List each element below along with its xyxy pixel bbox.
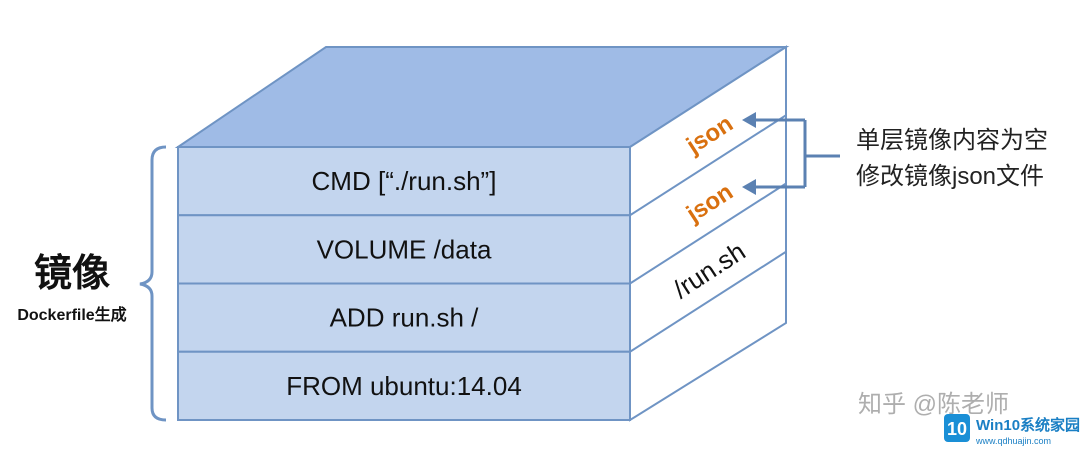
arrow-head-bottom — [742, 179, 756, 195]
layer-box — [177, 350, 631, 421]
image-sublabel: Dockerfile生成 — [17, 305, 126, 324]
layer-box — [177, 282, 631, 353]
brand-watermark: 10 Win10系统家园 www.qdhuajin.com — [944, 414, 1080, 446]
image-label: 镜像 — [34, 253, 110, 295]
layer-4: FROM ubuntu:14.04 — [177, 350, 631, 421]
annotation-line-2: 修改镜像json文件 — [856, 163, 1044, 190]
right-face-divider — [629, 182, 787, 285]
right-face-divider — [629, 250, 787, 353]
right-face-divider — [629, 114, 787, 217]
layer-label: CMD [“./run.sh”] — [312, 166, 497, 196]
layer-label: VOLUME /data — [317, 234, 492, 264]
annotation-arrows — [752, 118, 840, 189]
layer-label: ADD run.sh / — [330, 303, 480, 333]
layer-1: CMD [“./run.sh”] — [177, 146, 631, 217]
brand-name: Win10系统家园 — [976, 416, 1080, 434]
zhihu-watermark: 知乎 @陈老师 — [858, 391, 1009, 418]
right-face-dividers — [629, 114, 787, 353]
layer-label: FROM ubuntu:14.04 — [286, 371, 522, 401]
brand-url: www.qdhuajin.com — [975, 436, 1051, 446]
left-brace — [139, 145, 167, 422]
brand-badge: 10 — [947, 419, 967, 439]
layer-3: ADD run.sh / — [177, 282, 631, 353]
annotation-line-1: 单层镜像内容为空 — [856, 127, 1048, 154]
brand-badge-box — [944, 414, 970, 442]
layer-box — [177, 214, 631, 285]
arrow-head-top — [742, 112, 756, 128]
layer-2: VOLUME /data — [177, 214, 631, 285]
